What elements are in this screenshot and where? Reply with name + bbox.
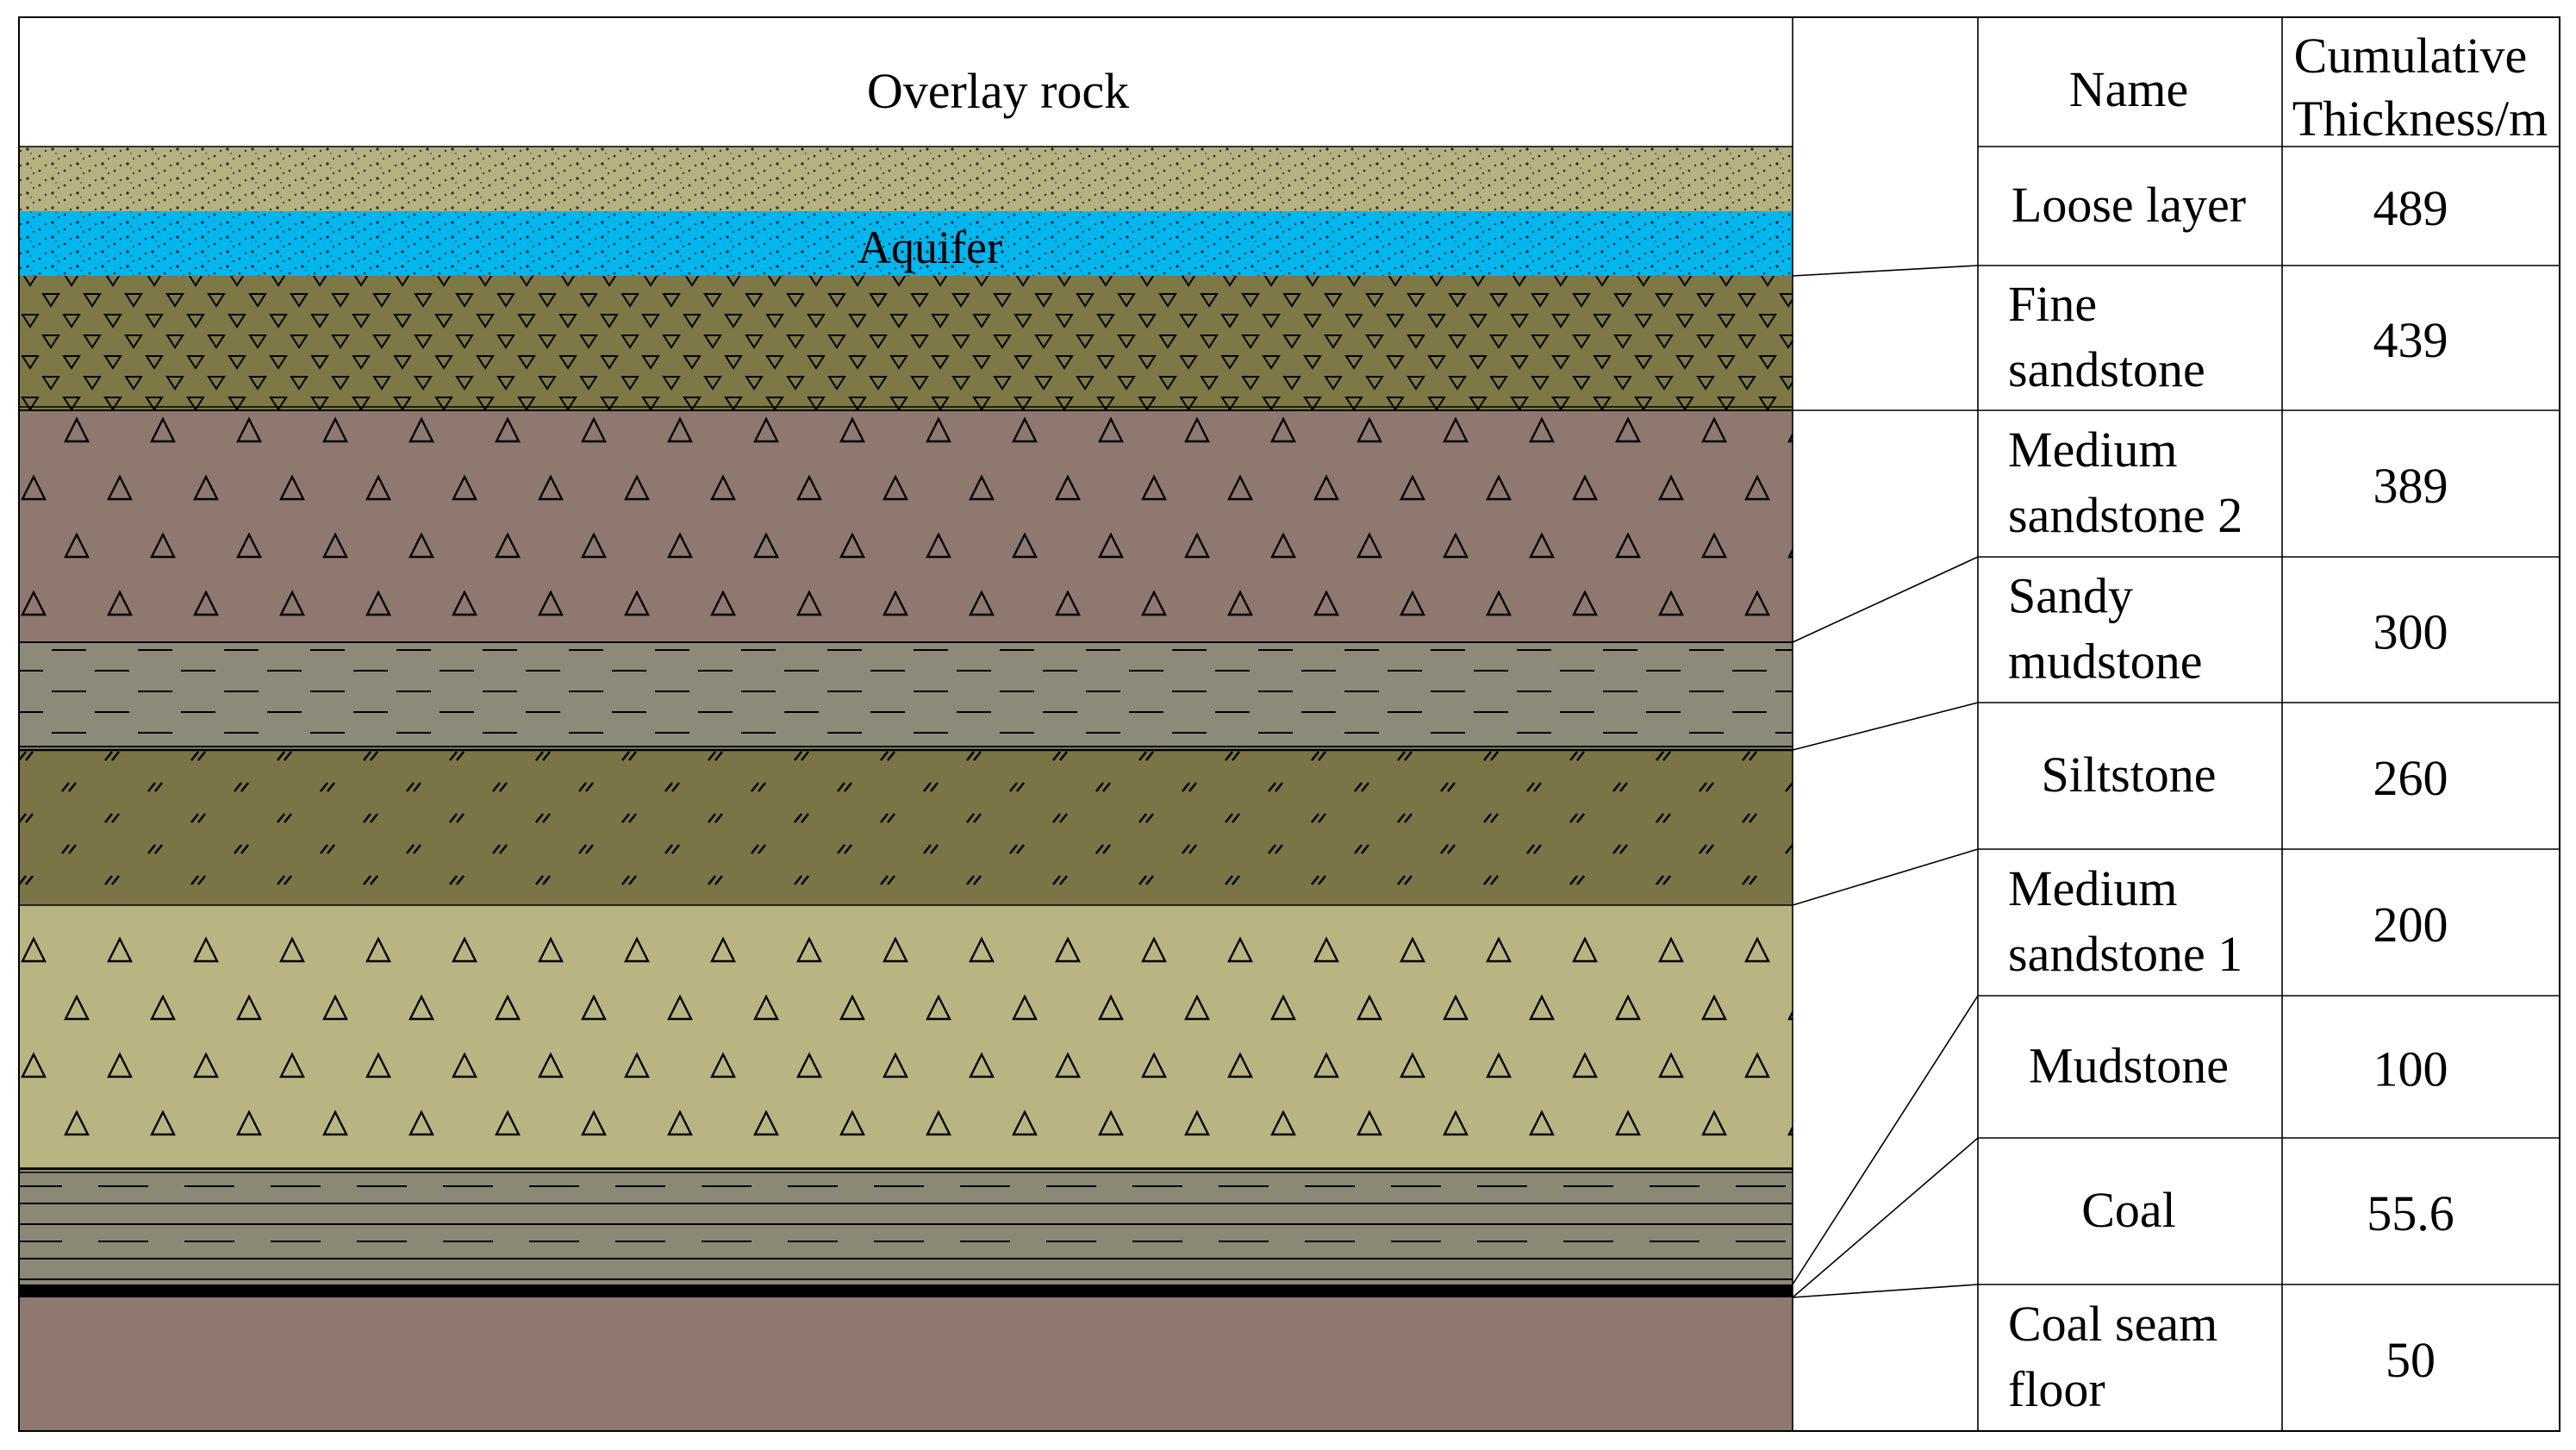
row-thickness: 439 [2373,312,2448,368]
stratum-pattern-sandy-mudstone [19,642,1793,750]
connector-lines [1792,265,1979,1298]
figure-frame [18,16,2560,1432]
stratum-medium-sandstone-1 [19,905,1793,1168]
stratum-pattern-medium-sandstone-2 [19,410,1793,642]
row-name-line: Fine [2008,276,2097,332]
row-thickness: 200 [2373,897,2448,953]
connector-line [1792,556,1979,643]
strata-layers [19,147,1793,1431]
row-thickness: 55.6 [2367,1185,2454,1241]
row-name-line: Siltstone [2041,747,2216,803]
row-thickness: 389 [2373,458,2448,514]
row-name-line: Medium [2008,860,2178,916]
connector-line [1792,265,1979,277]
table-row: Medium sandstone 1 200 [2008,860,2448,982]
row-name-line: Sandy [2008,568,2133,624]
row-name-line: Coal seam [2008,1296,2217,1352]
stratum-loose [19,147,1793,211]
table-row: Sandy mudstone 300 [2008,568,2448,690]
connector-line [1792,1137,1979,1298]
row-thickness: 100 [2373,1041,2448,1097]
stratum-aquifer [19,211,1793,276]
row-name-line: mudstone [2008,634,2203,690]
connector-line [1792,1284,1979,1298]
table-row: Coal seam floor 50 [2008,1296,2436,1417]
connector-line [1792,995,1979,1285]
row-name-line: Mudstone [2029,1038,2229,1094]
table-row: Coal 55.6 [2081,1182,2454,1241]
table-row: Mudstone 100 [2029,1038,2448,1097]
table-row: Loose layer 489 [2012,177,2448,236]
row-name-line: Coal [2081,1182,2176,1238]
row-thickness: 489 [2373,180,2448,236]
stratum-coal [19,1284,1793,1297]
stratum-siltstone [19,750,1793,905]
row-name-line: Medium [2008,422,2178,478]
thickness-column-title-line2: Thickness/m [2292,91,2548,147]
stratum-coal-seam-floor [19,1297,1793,1431]
row-name-line: sandstone 2 [2008,487,2242,543]
stratum-fill-coal [19,1284,1793,1297]
name-column-title: Name [2069,61,2189,117]
row-name-line: floor [2008,1361,2105,1417]
stratum-pattern-medium-sandstone-1 [19,905,1793,1168]
stratum-pattern-loose [19,147,1793,211]
table-row: Siltstone 260 [2041,747,2448,806]
stratum-pattern-siltstone [19,750,1793,905]
aquifer-label: Aquifer [858,222,1002,273]
stratum-fill-coal-seam-floor [19,1297,1793,1431]
stratum-fine-sandstone [19,276,1793,410]
table-row: Fine sandstone 439 [2008,276,2448,397]
stratum-pattern-aquifer [19,211,1793,276]
row-thickness: 50 [2386,1332,2436,1388]
row-name-line: sandstone 1 [2008,926,2242,982]
connector-line [1792,702,1979,751]
overlay-rock-title: Overlay rock [867,63,1129,119]
row-thickness: 260 [2373,750,2448,806]
stratum-mudstone [19,1168,1793,1284]
stratum-pattern-fine-sandstone [19,276,1793,410]
table-row: Medium sandstone 2 389 [2008,422,2448,543]
row-name-line: Loose layer [2012,177,2246,233]
stratum-medium-sandstone-2 [19,410,1793,642]
row-name-line: sandstone [2008,341,2205,397]
connector-line [1792,848,1979,906]
thickness-column-title-line1: Cumulative [2294,28,2528,84]
row-thickness: 300 [2373,604,2448,660]
stratum-sandy-mudstone [19,642,1793,750]
stratum-pattern-mudstone [19,1168,1793,1284]
